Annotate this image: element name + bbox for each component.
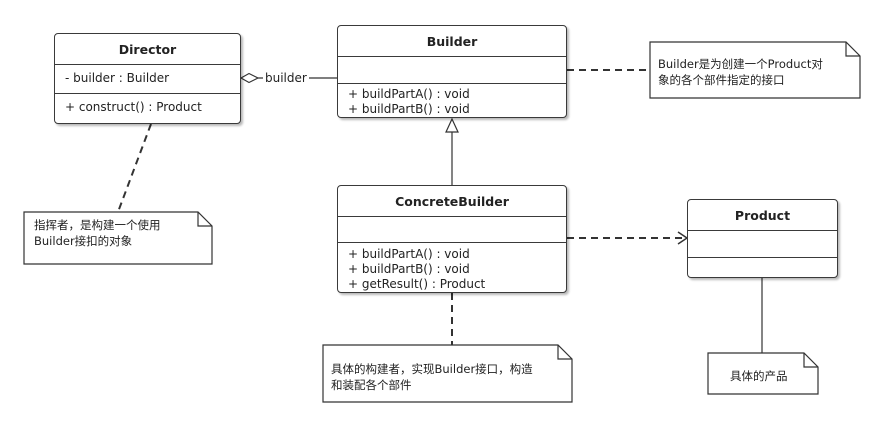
product-class[interactable]: Product [687,199,838,278]
builder-operation: + buildPartB() : void [348,102,470,116]
concrete-builder-operation: + buildPartA() : void [348,247,470,261]
concrete-builder-operation: + buildPartB() : void [348,262,470,276]
builder-note-shape [649,41,861,99]
concrete-builder-operation: + getResult() : Product [348,277,486,291]
director-operations: + construct() : Product [55,94,240,115]
generalization-arrowhead [445,117,459,133]
director-note-anchor [117,123,152,213]
director-note-fold [197,212,212,227]
director-note-line: Builder接扣的对象 [34,234,133,248]
concrete-builder-attributes [338,217,566,243]
product-note-fold [803,353,818,368]
product-note-line: 具体的产品 [730,369,788,383]
concrete-builder-note-line: 和装配各个部件 [331,378,412,392]
director-note-shape [23,211,213,265]
director-note: 指挥者，是构建一个使用 Builder接扣的对象 [26,214,210,249]
concrete-builder-class-name: ConcreteBuilder [338,186,566,217]
concrete-builder-note-line: 具体的构建者，实现Builder接口，构造 [331,362,533,376]
builder-operation: + buildPartA() : void [348,87,470,101]
concrete-builder-operations: + buildPartA() : void + buildPartB() : v… [338,243,566,292]
concrete-builder-class[interactable]: ConcreteBuilder + buildPartA() : void + … [337,185,567,293]
director-class[interactable]: Director - builder : Builder + construct… [54,33,241,124]
builder-class-name: Builder [338,26,566,57]
aggregation-diamond [239,72,260,84]
product-class-name: Product [688,200,837,231]
director-attributes: - builder : Builder [55,65,240,94]
concrete-note-fold [557,345,572,360]
product-note-shape [707,352,819,395]
builder-note-fold [845,42,860,57]
builder-operations: + buildPartA() : void + buildPartB() : v… [338,84,566,117]
association-label: builder [263,71,309,85]
builder-class[interactable]: Builder + buildPartA() : void + buildPar… [337,25,567,118]
builder-attributes [338,57,566,84]
builder-note-line: Builder是为创建一个Product对 [658,57,823,71]
director-operation: + construct() : Product [65,100,202,114]
director-note-line: 指挥者，是构建一个使用 [34,218,161,232]
concrete-note-shape [322,344,573,403]
director-class-name: Director [55,34,240,65]
builder-note-line: 象的各个部件指定的接口 [658,73,785,87]
director-attribute: - builder : Builder [65,71,170,85]
product-note: 具体的产品 [710,365,816,384]
concrete-builder-note: 具体的构建者，实现Builder接口，构造 和装配各个部件 [325,358,570,393]
product-attributes [688,231,837,258]
builder-note: Builder是为创建一个Product对 象的各个部件指定的接口 [652,53,858,88]
